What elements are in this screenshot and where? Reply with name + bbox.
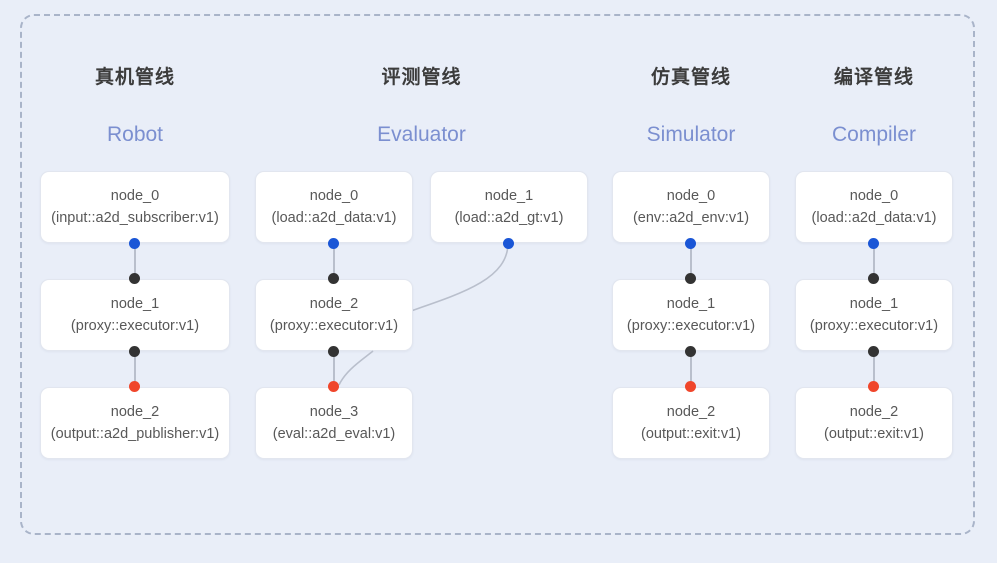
port-output-simulator-1[interactable]	[685, 346, 696, 357]
node-type: (env::a2d_env:v1)	[632, 210, 750, 226]
node-type: (proxy::executor:v1)	[70, 318, 200, 334]
port-output-compiler-0[interactable]	[868, 238, 879, 249]
node-simulator-1[interactable]: node_1 (proxy::executor:v1)	[612, 279, 770, 351]
port-output-compiler-1[interactable]	[868, 346, 879, 357]
port-input-simulator-1[interactable]	[685, 273, 696, 284]
port-input-compiler-1[interactable]	[868, 273, 879, 284]
port-output-evaluator-2[interactable]	[328, 346, 339, 357]
dashed-container-frame	[20, 14, 975, 535]
edge-simulator-1-2	[690, 351, 692, 387]
edge-compiler-1-2	[873, 351, 875, 387]
node-compiler-2[interactable]: node_2 (output::exit:v1)	[795, 387, 953, 459]
node-robot-0[interactable]: node_0 (input::a2d_subscriber:v1)	[40, 171, 230, 243]
port-input-evaluator-3[interactable]	[328, 381, 339, 392]
node-name: node_1	[110, 296, 160, 312]
node-simulator-0[interactable]: node_0 (env::a2d_env:v1)	[612, 171, 770, 243]
node-type: (input::a2d_subscriber:v1)	[51, 210, 219, 226]
node-name: node_1	[666, 296, 716, 312]
column-title-cn-evaluator: 评测管线	[381, 67, 462, 88]
node-name: node_3	[309, 404, 359, 420]
node-name: node_2	[849, 404, 899, 420]
column-evaluator: 评测管线 Evaluator	[255, 0, 588, 563]
column-compiler: 编译管线 Compiler	[795, 0, 953, 563]
node-type: (output::exit:v1)	[824, 426, 924, 442]
column-title-en-compiler: Compiler	[831, 123, 917, 146]
node-type: (output::a2d_publisher:v1)	[50, 426, 220, 442]
column-title-en-evaluator: Evaluator	[377, 123, 466, 146]
node-type: (load::a2d_data:v1)	[811, 210, 937, 226]
port-input-compiler-2[interactable]	[868, 381, 879, 392]
edge-simulator-0-1	[690, 243, 692, 279]
column-title-cn-simulator: 仿真管线	[650, 67, 731, 88]
node-evaluator-2[interactable]: node_2 (proxy::executor:v1)	[255, 279, 413, 351]
node-robot-1[interactable]: node_1 (proxy::executor:v1)	[40, 279, 230, 351]
edge-robot-0-1	[134, 243, 136, 279]
node-evaluator-1[interactable]: node_1 (load::a2d_gt:v1)	[430, 171, 588, 243]
node-evaluator-0[interactable]: node_0 (load::a2d_data:v1)	[255, 171, 413, 243]
port-input-robot-1[interactable]	[129, 273, 140, 284]
node-compiler-1[interactable]: node_1 (proxy::executor:v1)	[795, 279, 953, 351]
edge-robot-1-2	[134, 351, 136, 387]
node-name: node_1	[849, 296, 899, 312]
node-name: node_0	[849, 188, 899, 204]
column-simulator: 仿真管线 Simulator	[612, 0, 770, 563]
node-name: node_0	[666, 188, 716, 204]
node-simulator-2[interactable]: node_2 (output::exit:v1)	[612, 387, 770, 459]
node-type: (load::a2d_data:v1)	[271, 210, 397, 226]
node-name: node_1	[484, 188, 534, 204]
node-type: (proxy::executor:v1)	[809, 318, 939, 334]
port-output-robot-0[interactable]	[129, 238, 140, 249]
node-name: node_0	[309, 188, 359, 204]
edge-compiler-0-1	[873, 243, 875, 279]
node-robot-2[interactable]: node_2 (output::a2d_publisher:v1)	[40, 387, 230, 459]
port-input-evaluator-2[interactable]	[328, 273, 339, 284]
edge-evaluator-0-2	[333, 243, 335, 279]
column-robot: 真机管线 Robot	[40, 0, 230, 563]
port-input-simulator-2[interactable]	[685, 381, 696, 392]
node-type: (output::exit:v1)	[641, 426, 741, 442]
port-output-evaluator-0[interactable]	[328, 238, 339, 249]
column-title-en-robot: Robot	[106, 123, 164, 146]
node-compiler-0[interactable]: node_0 (load::a2d_data:v1)	[795, 171, 953, 243]
port-output-evaluator-1[interactable]	[503, 238, 514, 249]
node-name: node_2	[110, 404, 160, 420]
node-type: (load::a2d_gt:v1)	[454, 210, 564, 226]
node-type: (proxy::executor:v1)	[626, 318, 756, 334]
edge-evaluator-2-3	[333, 351, 335, 387]
node-name: node_2	[309, 296, 359, 312]
column-title-en-simulator: Simulator	[646, 123, 736, 146]
node-name: node_2	[666, 404, 716, 420]
node-evaluator-3[interactable]: node_3 (eval::a2d_eval:v1)	[255, 387, 413, 459]
port-input-robot-2[interactable]	[129, 381, 140, 392]
port-output-robot-1[interactable]	[129, 346, 140, 357]
port-output-simulator-0[interactable]	[685, 238, 696, 249]
node-name: node_0	[110, 188, 160, 204]
node-type: (proxy::executor:v1)	[269, 318, 399, 334]
column-title-cn-compiler: 编译管线	[833, 67, 914, 88]
node-type: (eval::a2d_eval:v1)	[272, 426, 396, 442]
column-title-cn-robot: 真机管线	[94, 67, 175, 88]
